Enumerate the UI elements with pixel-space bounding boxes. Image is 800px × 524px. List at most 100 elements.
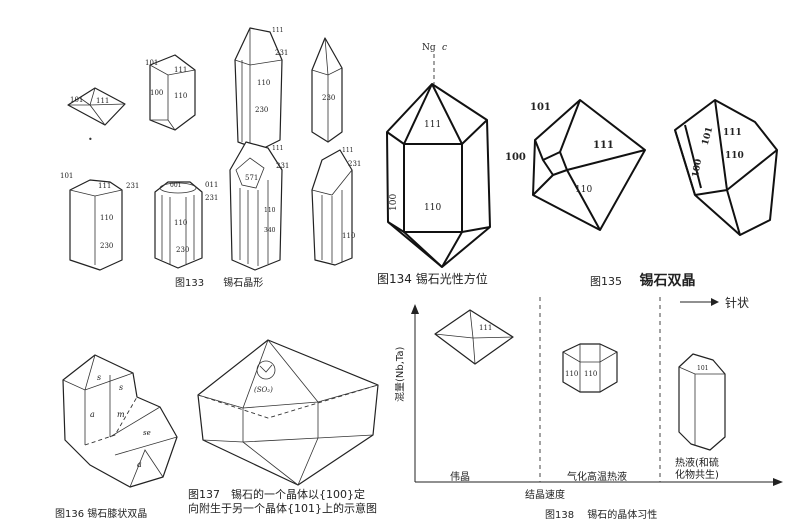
label-134-111: 111	[424, 120, 441, 130]
label-c1-230: 230	[255, 106, 268, 114]
figure-133-caption-text: 锡石晶形	[223, 278, 264, 289]
label-b2-001: 001	[170, 182, 181, 189]
figure-135-caption: 图135 锡石双晶	[590, 270, 696, 290]
label-135-110-right: 110	[725, 151, 744, 161]
figure-136: s s m a se a 图136 锡石膝状双晶	[55, 345, 195, 520]
region-label-hydrothermal: 热液(和硫 化物共生)	[675, 458, 719, 482]
label-134-110: 110	[424, 203, 441, 213]
label-135-111-left: 111	[593, 140, 614, 151]
crystal-137	[197, 339, 379, 486]
crystal-b1	[149, 54, 196, 131]
crystal-136	[62, 354, 178, 488]
label-c2-231: 231	[276, 162, 289, 170]
label-c2-571: 571	[245, 174, 258, 182]
region-label-pneumatolytic: 气化高温热液	[567, 472, 627, 483]
label-b2-231: 231	[205, 194, 218, 202]
label-136-s2: s	[119, 383, 123, 392]
crystal-c2	[229, 141, 283, 271]
label-c2-111: 111	[272, 145, 283, 152]
label-a2-110: 110	[100, 214, 113, 222]
figure-138-caption-num: 图138	[545, 510, 575, 521]
crystal-d2	[311, 149, 353, 266]
label-135-100-right: 100	[691, 158, 704, 178]
region-label-hydrothermal-line2: 化物共生)	[675, 470, 719, 481]
label-135-101-left: 101	[530, 102, 551, 113]
label-135-100-left: 100	[505, 152, 526, 163]
figure-135-caption-num: 图135	[590, 275, 622, 288]
figure-136-drawing: s s m a se a	[62, 354, 178, 488]
label-b1-111: 111	[174, 66, 187, 74]
crystal-138-long-prism	[678, 353, 726, 451]
crystal-a1	[67, 87, 126, 126]
label-138-110b: 110	[584, 370, 597, 378]
figure-133-caption: 图133 锡石晶形	[175, 274, 263, 289]
figure-135: 101 111 100 110 101 111 100 110 图135 锡石双…	[505, 80, 797, 292]
crystal-135-left	[532, 99, 646, 231]
crystal-135-right	[674, 99, 778, 236]
label-d1-230: 230	[322, 94, 335, 102]
crystal-138-pyramid	[434, 309, 514, 365]
figure-137-caption-line1: 图137 锡石的一个晶体以{100}定	[188, 488, 365, 501]
figure-137: (SO₂) 图137 锡石的一个晶体以{100}定 向附生于另一个晶体{101}…	[188, 330, 400, 520]
label-a2-231: 231	[126, 182, 139, 190]
crystal-b2	[154, 181, 203, 269]
crystal-c1	[234, 27, 283, 151]
label-a2-111: 111	[98, 182, 111, 190]
label-b2-011: 011	[205, 181, 218, 189]
figure-134-drawing: Ng c 111 100 110	[386, 43, 491, 268]
axis-ng-label: Ng	[422, 43, 436, 53]
label-b1-100: 100	[150, 89, 163, 97]
figure-135-drawing: 101 111 100 110 101 111 100 110	[505, 99, 778, 236]
crystal-138-short-prism	[562, 343, 618, 393]
crystal-a2	[69, 179, 123, 271]
label-c1-111: 111	[272, 27, 283, 34]
figure-137-drawing: (SO₂)	[197, 339, 379, 486]
crystal-134	[386, 83, 491, 268]
figure-133: 111 101 101 111 100 110 111 231 110 230	[50, 20, 380, 292]
label-136-m: m	[117, 410, 125, 419]
y-axis-arrow	[411, 304, 419, 314]
figure-134-caption: 图134 锡石光性方位	[377, 272, 488, 286]
figure-136-caption: 图136 锡石膝状双晶	[55, 509, 148, 520]
region-label-hydrothermal-line1: 热液(和硫	[675, 458, 719, 469]
label-c2-110: 110	[264, 207, 276, 214]
label-136-s1: s	[97, 373, 101, 382]
label-c1-110: 110	[257, 79, 270, 87]
label-138-111: 111	[479, 324, 492, 332]
svg-text:•: •	[88, 135, 93, 144]
needle-label: 针状	[725, 296, 750, 310]
figure-134: Ng c 111 100 110 图134 锡石光性方位	[372, 32, 512, 294]
figure-138-caption-text: 锡石的晶体习性	[587, 510, 658, 521]
label-d2-111: 111	[342, 147, 353, 154]
label-138-110a: 110	[565, 370, 578, 378]
region-label-pegmatite: 伟晶	[450, 472, 470, 483]
label-135-101-right: 101	[701, 126, 716, 147]
label-135-111-right: 111	[723, 128, 742, 138]
label-b2-230: 230	[176, 246, 189, 254]
figure-138: 111 110 110 101 针状 混量(Nb,Ta) 伟晶 气化高温热液 热…	[395, 292, 795, 522]
label-c1-231: 231	[275, 49, 288, 57]
label-a1-101: 101	[70, 96, 83, 104]
label-137-inner: (SO₂)	[254, 386, 273, 394]
figure-137-caption-line2: 向附生于另一个晶体{101}上的示意图	[188, 502, 377, 515]
y-axis-label: 混量(Nb,Ta)	[395, 346, 406, 402]
label-138-101: 101	[697, 365, 708, 372]
label-d2-231: 231	[348, 160, 361, 168]
label-b1-110: 110	[174, 92, 187, 100]
figure-138-drawing: 111 110 110 101	[411, 297, 783, 486]
axis-c-label: c	[442, 43, 447, 53]
figure-133-drawing: 111 101 101 111 100 110 111 231 110 230	[60, 27, 361, 271]
label-a2-101: 101	[60, 172, 73, 180]
label-b2-110: 110	[174, 219, 187, 227]
x-axis-arrow	[773, 478, 783, 486]
label-136-a: a	[90, 410, 95, 419]
label-b1-101: 101	[145, 59, 158, 67]
label-d2-110: 110	[342, 232, 355, 240]
label-a2-230: 230	[100, 242, 113, 250]
x-axis-label: 结晶速度	[525, 490, 565, 501]
figure-133-caption-num: 图133	[175, 278, 205, 289]
figure-138-caption: 图138 锡石的晶体习性	[545, 506, 657, 521]
label-a1-111: 111	[96, 97, 109, 105]
figure-135-caption-text: 锡石双晶	[639, 273, 696, 289]
needle-arrow-head	[711, 298, 719, 306]
